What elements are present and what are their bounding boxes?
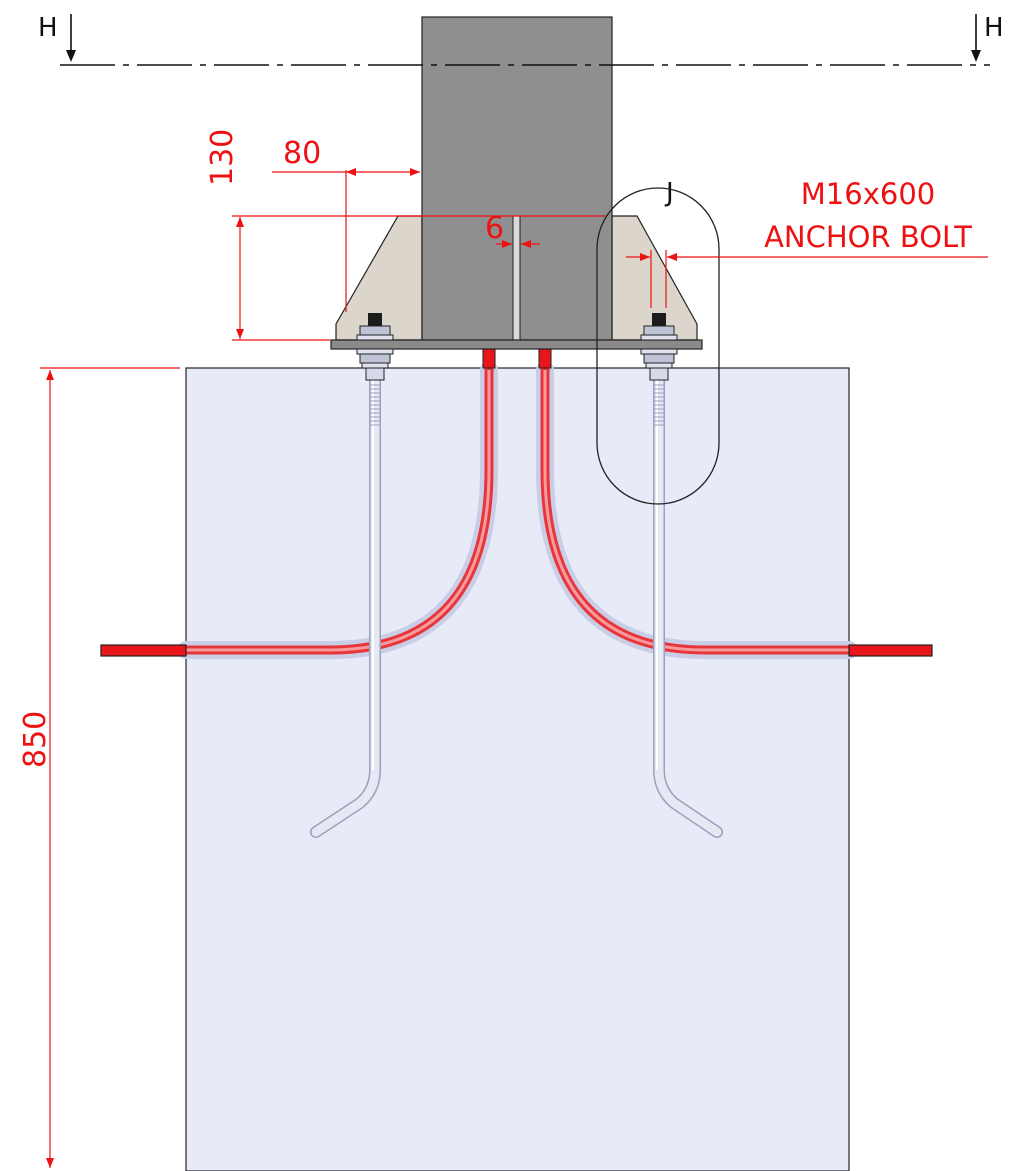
section-arrow-left <box>66 14 76 62</box>
callout-line2: ANCHOR BOLT <box>764 220 972 254</box>
rebar-left-end <box>100 644 187 657</box>
anchor-bolt-right <box>653 374 723 838</box>
section-label-right: H <box>984 13 1004 43</box>
dimension-6-text: 6 <box>485 211 504 246</box>
dimension-80-text: 80 <box>283 136 321 171</box>
bolt-nut-left <box>356 313 394 381</box>
section-arrow-right <box>971 14 981 62</box>
detail-j-outline <box>596 187 720 505</box>
dimension-130: 130 <box>205 129 606 341</box>
anchor-bolt-callout: M16x600 ANCHOR BOLT <box>626 177 988 308</box>
rebar-right-end <box>848 644 933 657</box>
anchor-bolt-left <box>310 374 381 838</box>
rebar-right-stub <box>538 347 552 369</box>
detail-j-label: J <box>664 178 674 208</box>
dimension-850: 850 <box>18 367 180 1168</box>
dimension-80: 80 <box>272 136 420 312</box>
bolt-nut-right <box>640 313 678 381</box>
column-web-slot <box>512 215 521 341</box>
callout-line1: M16x600 <box>801 177 935 211</box>
dimension-6: 6 <box>485 211 540 248</box>
concrete-foundation <box>185 367 850 1171</box>
dimension-850-text: 850 <box>18 711 53 768</box>
base-plate <box>330 339 703 350</box>
dimension-130-text: 130 <box>205 129 240 186</box>
rebar-left-stub <box>482 347 496 369</box>
section-label-left: H <box>38 13 58 43</box>
